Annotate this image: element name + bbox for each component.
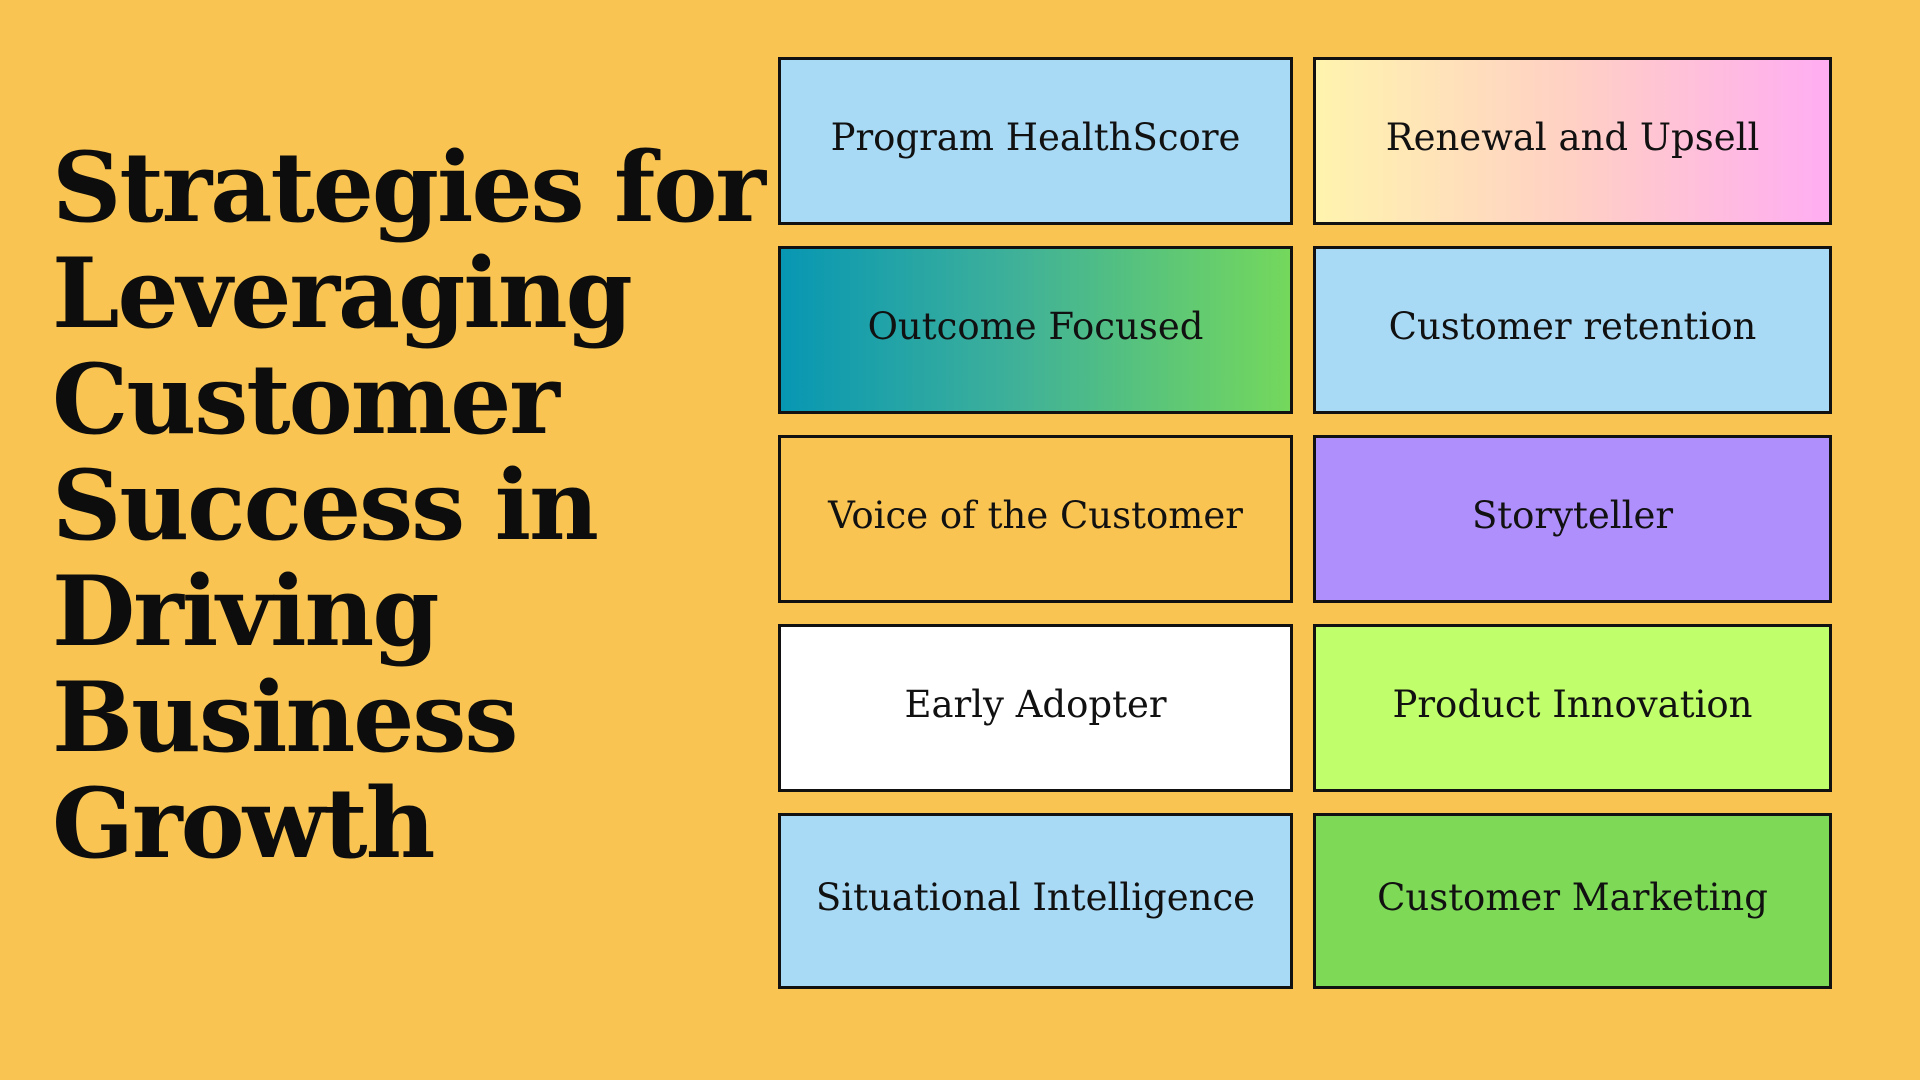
page-title: Strategies for Leveraging Customer Succe…: [52, 131, 766, 880]
title-line: Strategies for: [52, 131, 766, 244]
strategy-label: Outcome Focused: [867, 304, 1204, 348]
strategy-box-customer-marketing: Customer Marketing: [1313, 813, 1832, 989]
strategy-box-voice-of-the-customer: Voice of the Customer: [778, 435, 1293, 603]
strategy-label: Storyteller: [1471, 493, 1674, 537]
strategy-grid: Program HealthScore Renewal and Upsell O…: [778, 57, 1832, 989]
strategy-box-product-innovation: Product Innovation: [1313, 624, 1832, 792]
strategy-box-storyteller: Storyteller: [1313, 435, 1832, 603]
strategy-box-situational-intelligence: Situational Intelligence: [778, 813, 1293, 989]
title-line: Driving: [52, 555, 439, 668]
title-line: Customer: [52, 343, 560, 456]
strategy-box-outcome-focused: Outcome Focused: [778, 246, 1293, 414]
strategy-label: Early Adopter: [904, 682, 1167, 726]
strategy-label: Program HealthScore: [830, 115, 1241, 159]
strategy-label: Customer Marketing: [1377, 875, 1768, 919]
strategy-label: Voice of the Customer: [828, 493, 1243, 537]
strategy-label: Product Innovation: [1392, 682, 1753, 726]
strategy-label: Customer retention: [1388, 304, 1757, 348]
strategy-box-customer-retention: Customer retention: [1313, 246, 1832, 414]
strategy-box-renewal-and-upsell: Renewal and Upsell: [1313, 57, 1832, 225]
strategy-box-program-healthscore: Program HealthScore: [778, 57, 1293, 225]
strategy-box-early-adopter: Early Adopter: [778, 624, 1293, 792]
title-line: Success in: [52, 449, 599, 562]
title-line: Leveraging: [52, 237, 633, 350]
title-line: Growth: [52, 767, 435, 880]
strategy-label: Situational Intelligence: [815, 875, 1256, 919]
title-line: Business: [52, 661, 518, 774]
strategy-label: Renewal and Upsell: [1385, 115, 1760, 159]
